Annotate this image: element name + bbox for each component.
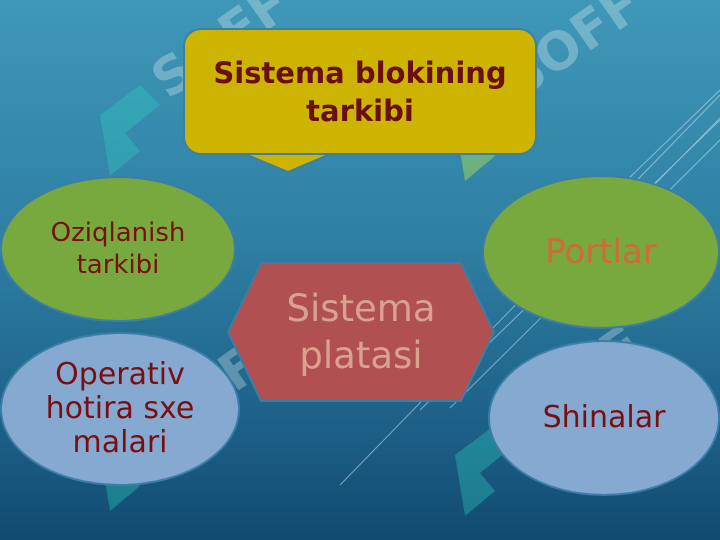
diagram-title: Sistema blokining tarkibi: [213, 55, 507, 128]
node-portlar-label: Portlar: [545, 232, 657, 272]
hexagon-shape: [226, 262, 496, 402]
node-operativ-hotira: Operativ hotira sxemalari: [0, 332, 240, 486]
node-portlar: Portlar: [482, 175, 720, 329]
title-callout: Sistema blokining tarkibi: [183, 28, 537, 155]
node-shinalar-label: Shinalar: [542, 400, 666, 435]
node-oziqlanish-label: Oziqlanish tarkibi: [50, 218, 186, 280]
center-label: Sistema platasi: [286, 287, 436, 377]
node-shinalar: Shinalar: [488, 340, 720, 496]
node-operativ-hotira-label: Operativ hotira sxemalari: [45, 357, 195, 460]
node-oziqlanish: Oziqlanish tarkibi: [0, 176, 236, 322]
center-hexagon: Sistema platasi: [226, 262, 496, 402]
